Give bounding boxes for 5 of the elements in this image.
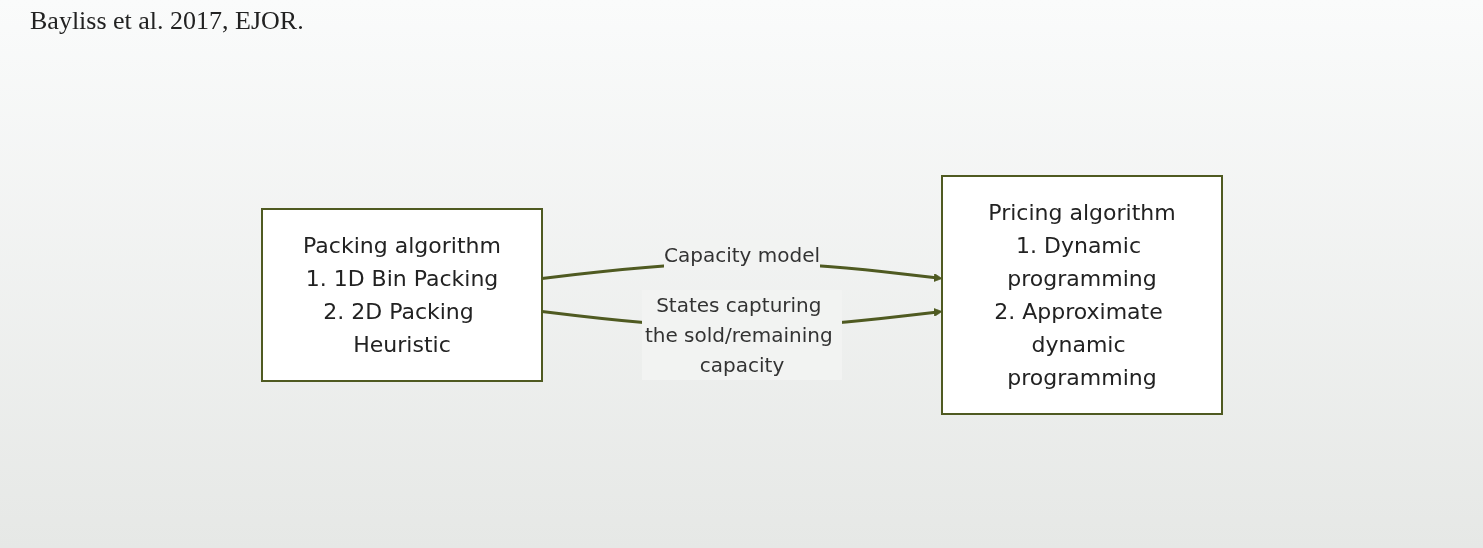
node-box: Pricing algorithm 1. Dynamic programming 2. Approximate dynamic programming [940, 175, 1223, 415]
node-box: Packing algorithm 1. 1D Bin Packing 2. 2D Packing Heuristic [260, 208, 543, 382]
citation-text: Bayliss et al. 2017, EJOR. [30, 6, 304, 36]
edge-label: Capacity model [663, 243, 820, 267]
edge-label: States capturing the sold/remaining capacity [644, 293, 833, 377]
